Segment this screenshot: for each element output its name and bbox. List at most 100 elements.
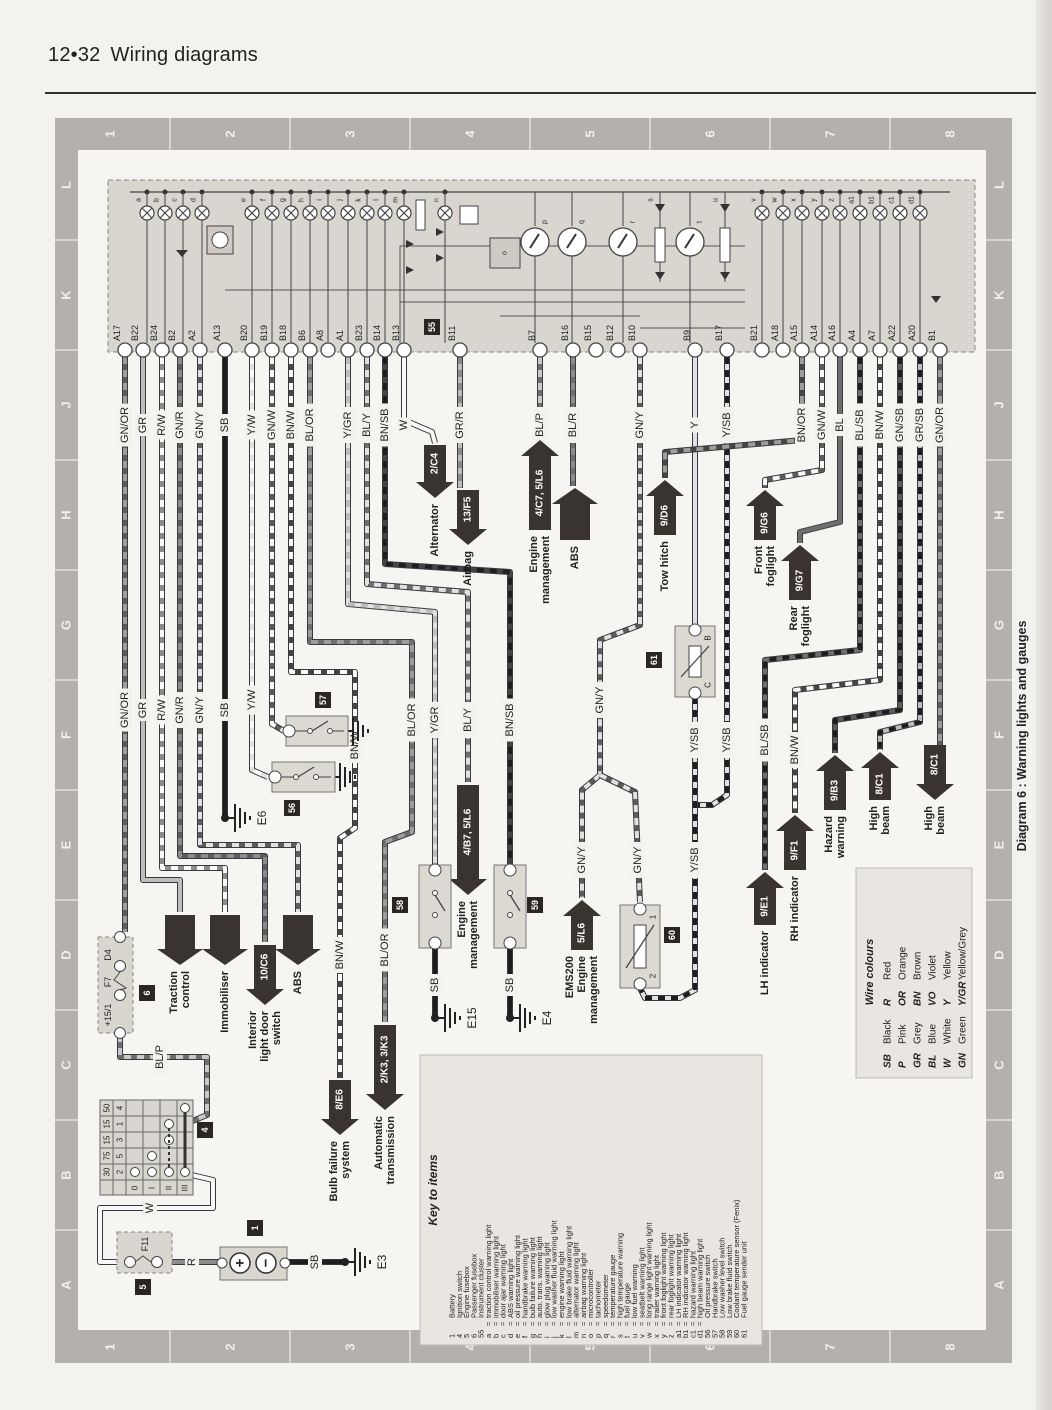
cluster-pin-b10 — [632, 342, 648, 358]
wire-colour-label: BL/OR — [406, 703, 418, 736]
warning-lamp-l — [377, 189, 393, 343]
connection-arrow[interactable] — [275, 915, 321, 965]
connection-arrow[interactable] — [916, 745, 954, 800]
key-code: 56 — [703, 1330, 712, 1338]
connection-arrow[interactable] — [449, 490, 487, 545]
connection-arrow[interactable] — [449, 785, 487, 895]
wire-colour-label: Y/SB — [721, 727, 733, 752]
key-code: r — [608, 1335, 617, 1338]
connection-arrow[interactable] — [416, 445, 454, 498]
grid-number: 3 — [343, 1343, 358, 1350]
connection-arrow[interactable] — [521, 440, 559, 530]
key-separator: = — [484, 1321, 493, 1326]
colour-name: Green — [958, 1016, 969, 1044]
arrow-shape — [157, 915, 203, 965]
key-code: i — [542, 1336, 551, 1338]
colour-code: BN — [913, 991, 924, 1006]
item-6-badge-number: 6 — [142, 990, 152, 995]
key-item: Instrument cluster — [477, 1258, 486, 1318]
key-item: tachometer — [594, 1280, 603, 1318]
arrow-description: Interior — [247, 1010, 259, 1049]
warning-lamp-v — [754, 189, 770, 343]
key-item: Low washer level switch — [718, 1238, 727, 1318]
connection-arrow[interactable] — [246, 945, 284, 1005]
connection-arrow[interactable] — [781, 545, 819, 600]
gauge-letter: r — [630, 220, 637, 223]
item-4-badge-number: 4 — [200, 1127, 210, 1132]
arrow-reference: 8/C1 — [875, 773, 886, 795]
arrow-reference: 4/B7, 5/L6 — [463, 808, 474, 855]
colour-name: Brown — [913, 952, 924, 980]
fuse-terminal-label: D4 — [103, 949, 113, 961]
position-label: I — [148, 1187, 157, 1189]
key-code: b1 — [681, 1330, 690, 1338]
ground-label: E6 — [255, 810, 269, 825]
low-brake-fluid-switch — [493, 863, 527, 950]
connection-arrow[interactable] — [776, 815, 814, 870]
connection-arrow[interactable] — [816, 755, 854, 810]
terminal-label: C — [704, 682, 713, 688]
key-code: p — [594, 1334, 603, 1338]
key-item: seatbelt warning light — [637, 1247, 646, 1318]
ground-e4 — [506, 1004, 536, 1032]
arrow-shape — [275, 915, 321, 965]
wire-colour-label: R/W — [156, 699, 168, 721]
gauge-letter: q — [579, 220, 586, 224]
key-item: Handbrake switch — [710, 1258, 719, 1318]
connection-arrow[interactable] — [202, 915, 248, 965]
key-item: hazard warning light — [688, 1250, 697, 1318]
key-separator: = — [594, 1321, 603, 1326]
wire-colour-label: BL/P — [154, 1045, 166, 1069]
cluster-pin-a18 — [775, 342, 791, 358]
connection-arrow[interactable] — [746, 872, 784, 925]
grid-number: 6 — [703, 1343, 718, 1350]
warning-lamp-e — [244, 189, 260, 343]
item-61-badge — [646, 652, 662, 668]
connection-arrow[interactable] — [563, 900, 601, 950]
grid-number: 8 — [943, 1343, 958, 1350]
connection-arrow[interactable] — [366, 1025, 404, 1110]
connection-arrow[interactable] — [646, 480, 684, 535]
key-separator: = — [645, 1321, 654, 1326]
microcontroller-letter: o — [502, 251, 509, 255]
wire-colour-label: BN/W — [349, 730, 361, 759]
colour-name: Orange — [898, 946, 909, 980]
connection-arrow[interactable] — [321, 1080, 359, 1135]
key-separator: = — [513, 1321, 522, 1326]
cluster-pin-b23 — [359, 342, 375, 358]
pin-label: B17 — [714, 325, 724, 341]
colour-code: SB — [883, 1054, 894, 1068]
warning-lamp-g — [283, 189, 299, 343]
item-56-badge-number: 56 — [287, 803, 297, 813]
wire-colour-label: BL/Y — [361, 412, 373, 437]
wire-colour-label: GR/R — [454, 411, 466, 439]
warning-lamp-w — [775, 189, 791, 343]
wire-a2 — [197, 357, 301, 912]
pin-label: A15 — [789, 325, 799, 341]
fuse-label: F11 — [140, 1237, 150, 1252]
connection-arrow[interactable] — [861, 752, 899, 800]
arrow-shape — [321, 1080, 359, 1135]
wire-colour-label: Y/GR — [342, 412, 354, 439]
wire-b23 — [364, 357, 471, 782]
key-item: low washer fluid warning light — [550, 1220, 559, 1318]
connection-arrow[interactable] — [157, 915, 203, 965]
key-code: y — [659, 1334, 668, 1338]
cluster-pin-a16 — [832, 342, 848, 358]
connection-arrow[interactable] — [746, 490, 784, 540]
key-separator: = — [535, 1321, 544, 1326]
key-code: c — [499, 1334, 508, 1338]
warning-lamp-y — [814, 189, 830, 343]
handbrake-switch — [282, 715, 349, 747]
cluster-pin-b19 — [264, 342, 280, 358]
wire-colour-label: Y/SB — [721, 412, 733, 437]
arrow-reference: 8/C1 — [930, 754, 941, 776]
grid-letter: F — [59, 731, 74, 739]
wire-colour-label: GN/W — [816, 409, 828, 440]
wire-colour-label: BL/OR — [379, 933, 391, 966]
connection-arrow[interactable] — [552, 488, 598, 540]
key-code: k — [557, 1334, 566, 1338]
warning-lamp-d1 — [912, 189, 928, 343]
low-washer-level-switch — [418, 863, 452, 950]
grid-letter: G — [992, 620, 1007, 630]
